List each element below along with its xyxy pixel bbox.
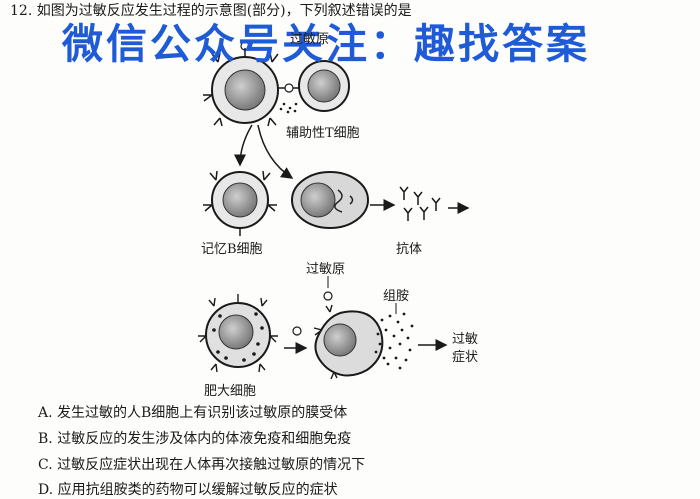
b-cell-top xyxy=(203,41,279,127)
cytokine-dots xyxy=(279,102,298,114)
memory-b-cell xyxy=(203,170,277,236)
option-b: B. 过敏反应的发生涉及体内的体液免疫和细胞免疫 xyxy=(38,428,351,448)
antibody-glyphs xyxy=(399,186,441,221)
option-c: C. 过敏反应症状出现在人体再次接触过敏原的情况下 xyxy=(38,454,365,474)
option-d: D. 应用抗组胺类的药物可以缓解过敏反应的症状 xyxy=(38,479,338,499)
option-letter: D. xyxy=(38,482,54,498)
arrow-to-plasma xyxy=(257,124,294,179)
question-stem: 12. 如图为过敏反应发生过程的示意图(部分)，下列叙述错误的是 xyxy=(10,0,412,20)
label-histamine: 组胺 xyxy=(383,289,410,304)
plasma-cell xyxy=(291,171,369,229)
helper-t-cell xyxy=(298,60,350,112)
mast-cell-before xyxy=(198,294,278,373)
label-allergen-top: 过敏原 xyxy=(290,32,330,47)
label-symptom-line2: 症状 xyxy=(452,350,479,365)
option-text: 过敏反应症状出现在人体再次接触过敏原的情况下 xyxy=(57,457,366,473)
option-letter: C. xyxy=(38,457,53,473)
label-antibody: 抗体 xyxy=(396,242,423,257)
label-helper-t-cell: 辅助性T细胞 xyxy=(286,126,360,141)
histamine-granules xyxy=(374,312,414,370)
question-stem-text: 如图为过敏反应发生过程的示意图(部分)，下列叙述错误的是 xyxy=(36,3,412,19)
allergen-top xyxy=(323,291,333,301)
label-memory-b-cell: 记忆B细胞 xyxy=(201,242,263,257)
label-symptom-line1: 过敏 xyxy=(452,332,479,347)
mast-cell-degranulating xyxy=(313,304,384,380)
option-a: A. 发生过敏的人B细胞上有识别该过敏原的膜受体 xyxy=(38,402,347,422)
arrow-to-memory xyxy=(234,124,253,167)
watermark-text: 微信公众号关注：趣找答案 xyxy=(62,20,590,68)
option-text: 过敏反应的发生涉及体内的体液免疫和细胞免疫 xyxy=(57,431,352,447)
question-number: 12. xyxy=(10,3,33,19)
allergen-left xyxy=(292,326,302,336)
label-allergen-mid: 过敏原 xyxy=(306,262,346,277)
option-letter: B. xyxy=(38,431,53,447)
option-text: 应用抗组胺类的药物可以缓解过敏反应的症状 xyxy=(57,482,338,498)
label-mast-cell: 肥大细胞 xyxy=(204,384,257,399)
option-letter: A. xyxy=(38,405,53,421)
option-text: 发生过敏的人B细胞上有识别该过敏原的膜受体 xyxy=(57,405,348,421)
